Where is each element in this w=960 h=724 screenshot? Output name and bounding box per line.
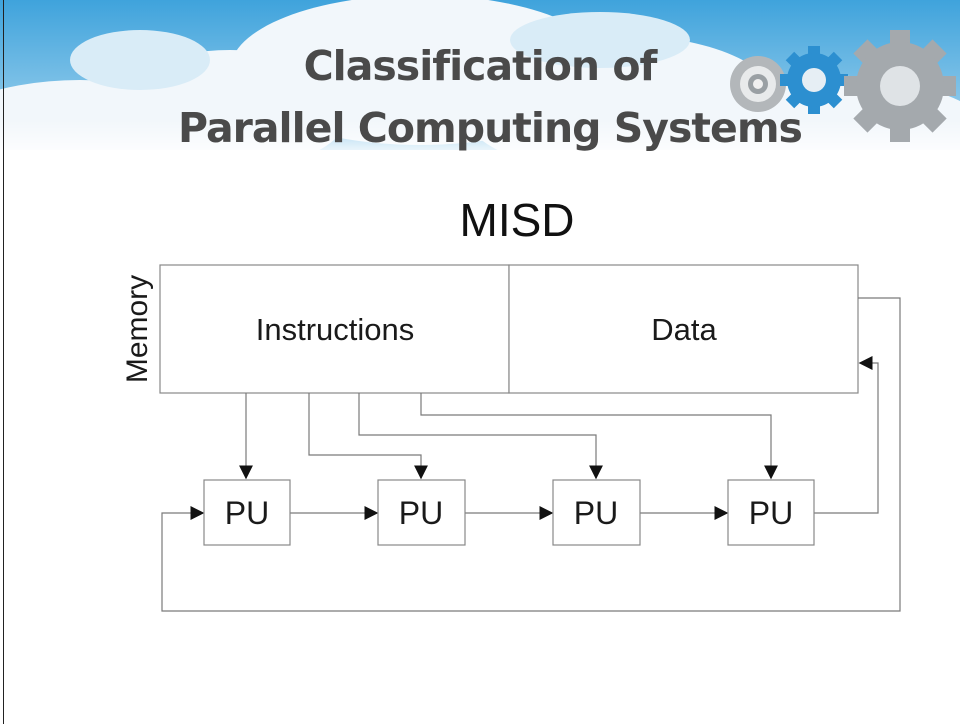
slide-border	[3, 0, 4, 724]
gear-icon	[730, 56, 786, 112]
data-box	[508, 264, 859, 394]
memory-label: Memory	[121, 275, 154, 383]
title-line-1: Classification of	[303, 42, 658, 90]
processing-units: PU PU PU PU	[203, 479, 815, 546]
gear-icon	[844, 30, 956, 142]
sky-cloud-header	[0, 0, 960, 205]
instructions-box	[159, 264, 510, 394]
feedback-loop	[161, 297, 901, 612]
diagram-heading: MISD	[459, 194, 575, 246]
pu-chain	[161, 297, 901, 612]
processing-unit: PU	[727, 479, 815, 546]
pu-label: PU	[225, 495, 269, 531]
processing-unit: PU	[203, 479, 291, 546]
memory-block: Instructions Data Memory	[121, 264, 859, 394]
instruction-line-3	[358, 393, 603, 480]
pu-label: PU	[399, 495, 443, 531]
data-label: Data	[651, 312, 717, 347]
processing-unit: PU	[552, 479, 641, 546]
gear-icon	[780, 46, 848, 114]
processing-unit: PU	[377, 479, 466, 546]
pu-label: PU	[749, 495, 793, 531]
instruction-lines	[239, 393, 778, 480]
title-line-2: Parallel Computing Systems	[178, 104, 803, 152]
gears-decoration	[730, 30, 956, 142]
instruction-line-4	[420, 393, 778, 480]
pu-label: PU	[574, 495, 618, 531]
slide-title: Classification of Parallel Computing Sys…	[0, 35, 960, 159]
instruction-line-2	[308, 393, 428, 480]
feedback-to-data	[814, 356, 879, 514]
instructions-label: Instructions	[256, 312, 415, 347]
